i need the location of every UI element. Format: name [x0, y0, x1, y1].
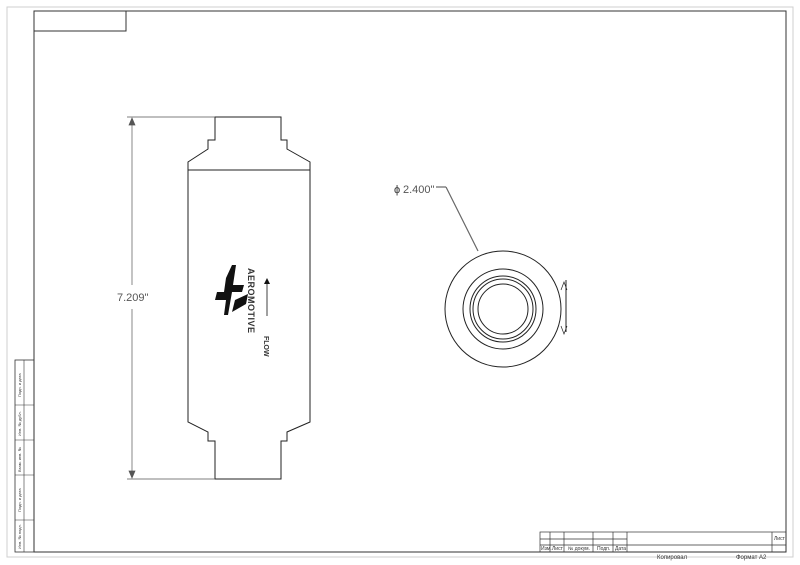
- title-col-date: Дата: [615, 546, 626, 552]
- diameter-leader: [436, 186, 479, 252]
- title-col-list: Лист: [552, 546, 564, 552]
- title-sheet-label: Лист: [774, 536, 786, 542]
- diameter-dimension-label: 2.400": [403, 184, 435, 196]
- title-col-sign: Подп.: [597, 546, 610, 552]
- filter-side-view: [187, 116, 311, 480]
- copied-label: Копировал: [657, 555, 688, 561]
- side-stamp-5: Инв. № подл.: [17, 524, 22, 549]
- title-col-doc: № докум.: [568, 546, 590, 552]
- side-stamp-column: Подп. и дата Инв. № дубл. Взам. инв. № П…: [14, 359, 35, 553]
- logo-mark-icon: [215, 265, 244, 315]
- format-label: Формат A2: [736, 555, 767, 561]
- side-stamp-2: Инв. № дубл.: [17, 411, 22, 436]
- top-left-stamp-box: [33, 10, 127, 32]
- length-dimension-label: 7.209": [117, 292, 149, 304]
- filter-end-view: [444, 250, 568, 368]
- logo-swoosh-icon: [232, 294, 248, 312]
- side-stamp-1: Подп. и дата: [17, 373, 22, 397]
- title-block: [539, 531, 787, 553]
- side-stamp-3: Взам. инв. №: [17, 447, 22, 472]
- title-col-izm: Изм.: [541, 546, 552, 552]
- side-stamp-4: Подп. и дата: [17, 488, 22, 512]
- brand-text: AEROMOTIVE: [246, 268, 256, 334]
- flow-arrow-icon: [264, 278, 270, 284]
- drawing-frame: [33, 10, 787, 553]
- length-dimension: [127, 116, 215, 480]
- diameter-symbol-icon: ϕ: [394, 184, 400, 196]
- brand-logo: AEROMOTIVE FLOW: [215, 265, 270, 357]
- page-border: [6, 6, 794, 558]
- flow-label: FLOW: [262, 336, 269, 357]
